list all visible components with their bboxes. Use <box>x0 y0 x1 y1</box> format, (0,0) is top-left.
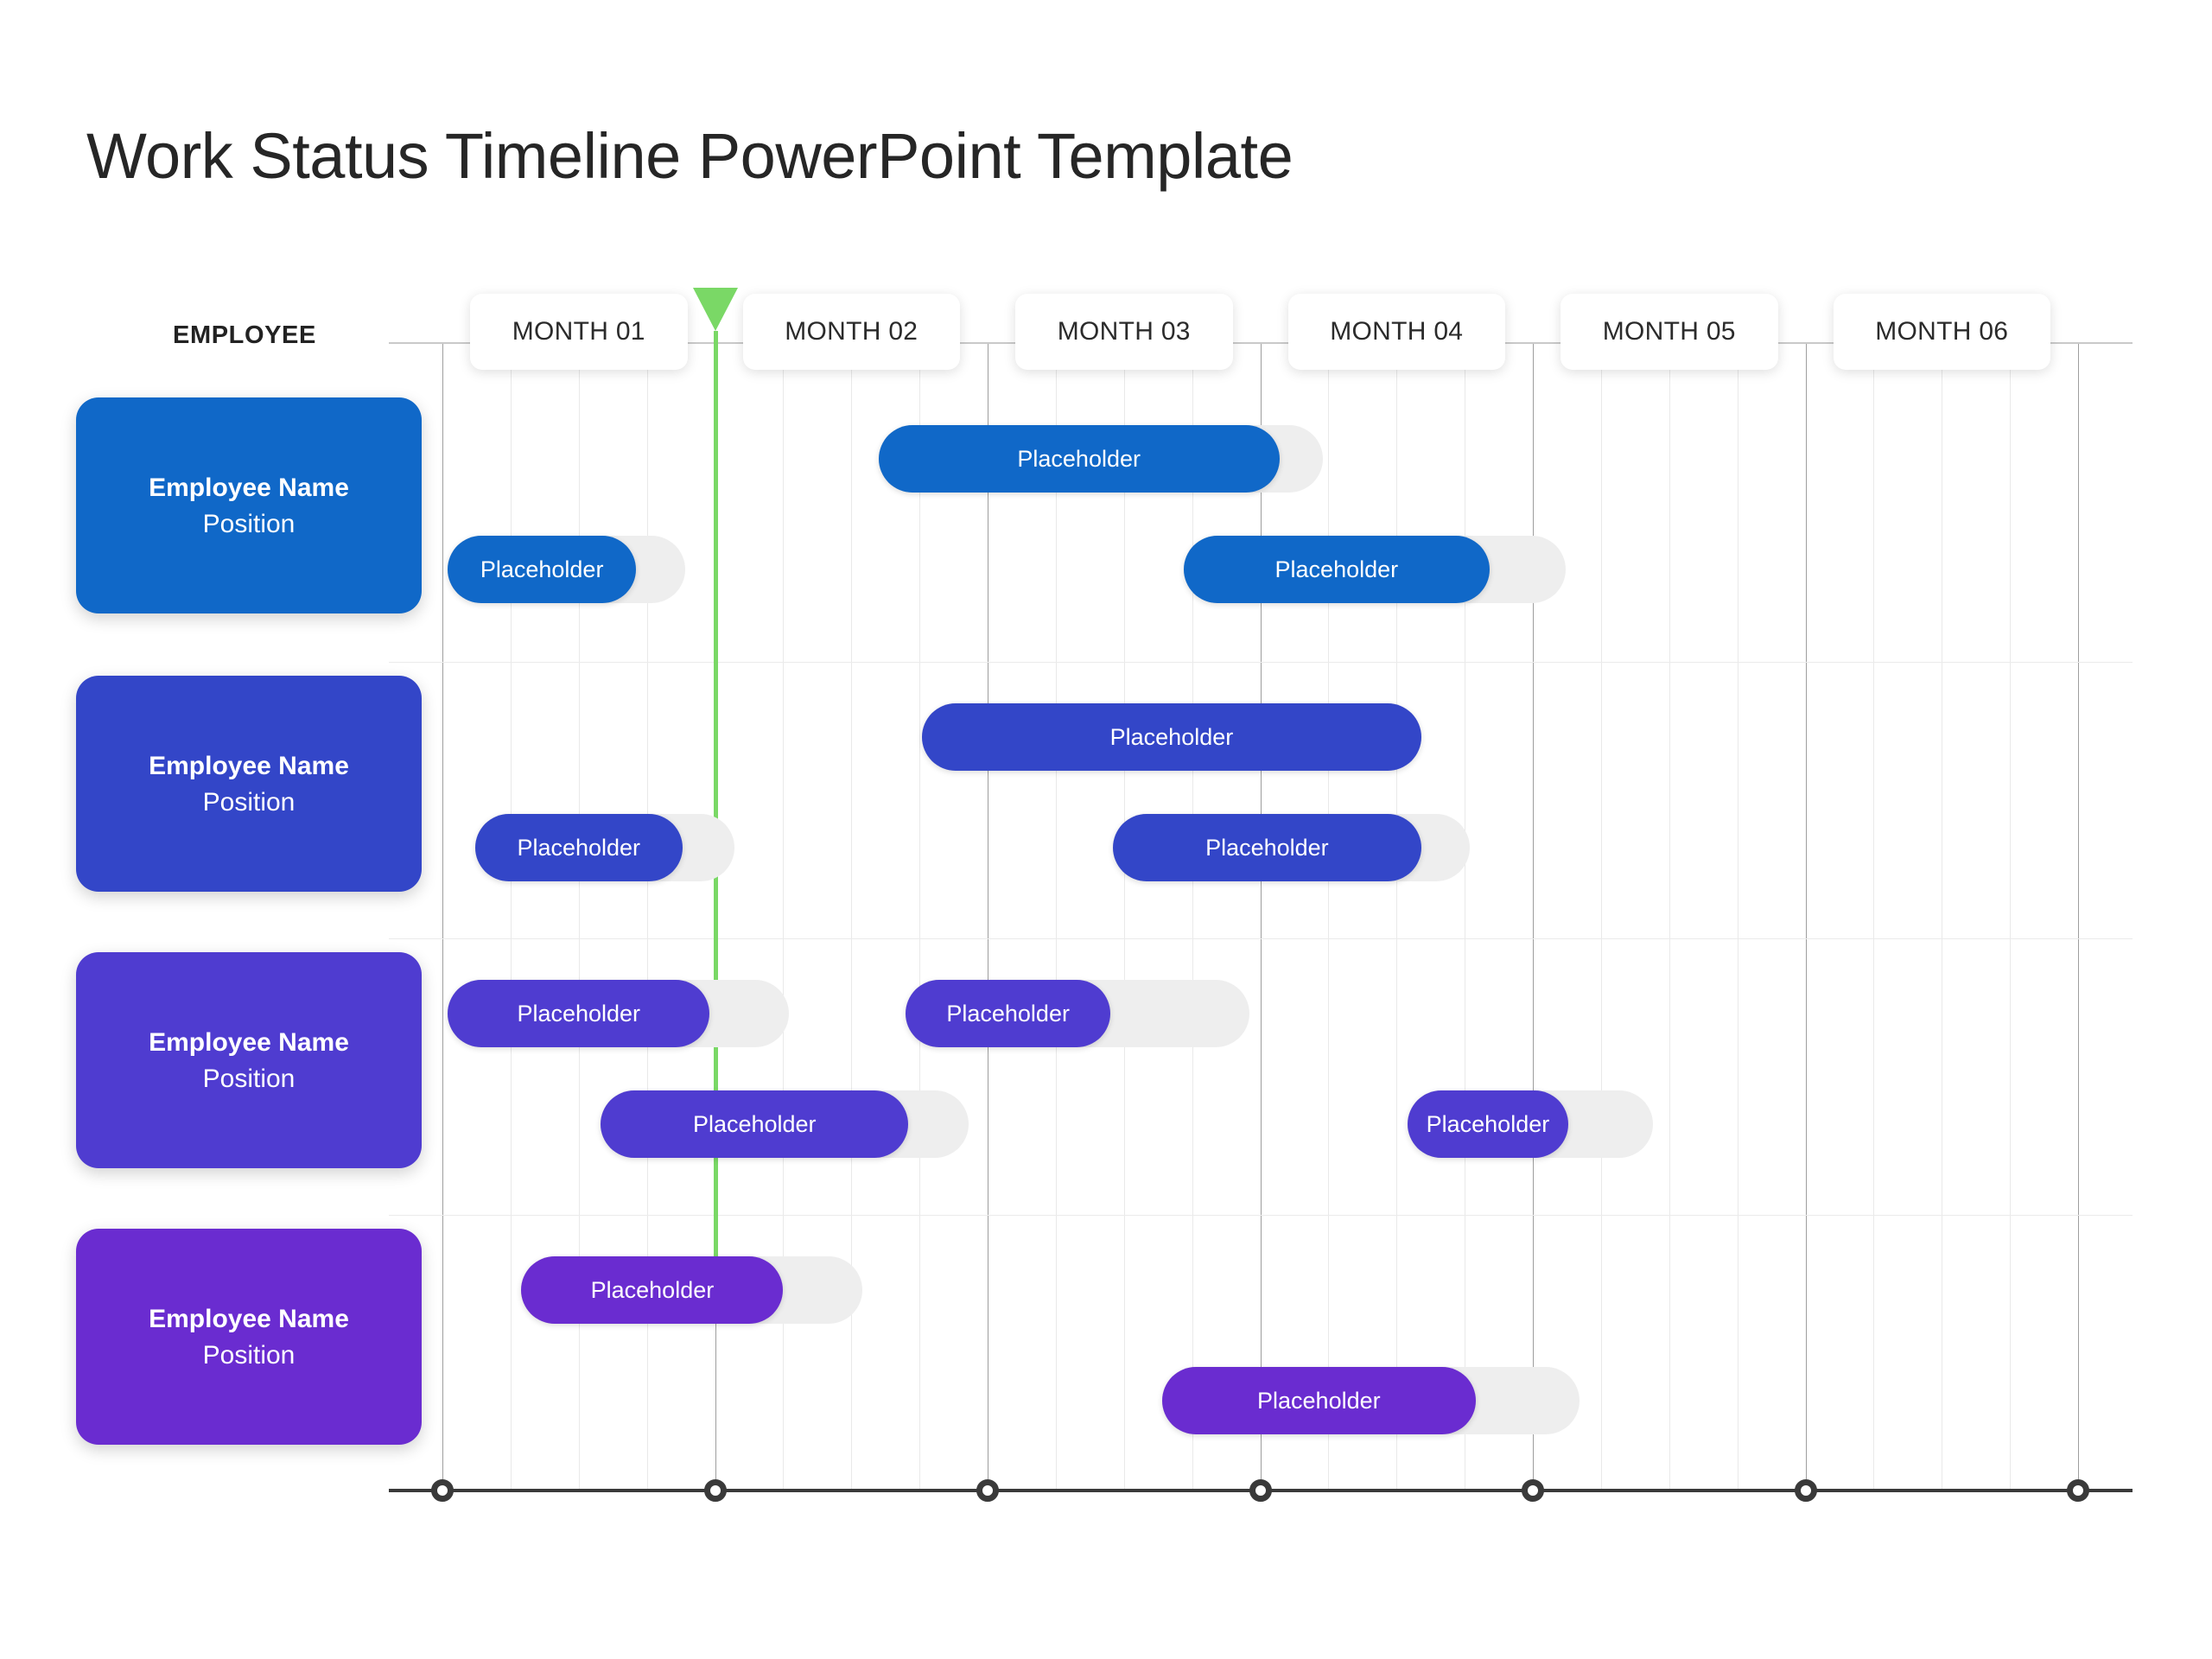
month-header-2[interactable]: MONTH 02 <box>742 294 960 370</box>
employee-position: Position <box>202 510 296 539</box>
employee-position: Position <box>202 1065 296 1094</box>
row-divider <box>389 662 2133 663</box>
employee-column-header: EMPLOYEE <box>173 321 316 349</box>
gridline-week <box>1669 344 1670 1489</box>
month-header-1[interactable]: MONTH 01 <box>470 294 688 370</box>
timeline-grid <box>0 344 2212 1489</box>
gantt-bar-track: Placeholder <box>448 536 685 603</box>
today-marker-line <box>713 331 718 1273</box>
gantt-bar-label: Placeholder <box>1109 723 1234 750</box>
month-header-4[interactable]: MONTH 04 <box>1287 294 1505 370</box>
gantt-bar-track: Placeholder <box>906 980 1249 1047</box>
gridline-week <box>646 344 648 1489</box>
axis-node-2[interactable] <box>703 1479 727 1502</box>
gantt-bar-track: Placeholder <box>1161 1367 1580 1434</box>
header-divider <box>389 342 2133 344</box>
gantt-bar-label: Placeholder <box>517 834 641 861</box>
gantt-bar[interactable]: Placeholder <box>922 703 1421 771</box>
gantt-bar-label: Placeholder <box>946 1000 1070 1027</box>
page-title: Work Status Timeline PowerPoint Template <box>86 119 1294 192</box>
gantt-bar-label: Placeholder <box>1274 556 1399 582</box>
gantt-bar-track: Placeholder <box>1407 1090 1653 1158</box>
gantt-bar-label: Placeholder <box>1017 445 1141 472</box>
employee-name: Employee Name <box>149 474 349 503</box>
gridline-week <box>2010 344 2012 1489</box>
month-header-6[interactable]: MONTH 06 <box>1833 294 2050 370</box>
gantt-bar-track: Placeholder <box>1113 814 1471 881</box>
gantt-bar[interactable]: Placeholder <box>878 425 1280 493</box>
gridline-month <box>442 344 443 1489</box>
gantt-bar[interactable]: Placeholder <box>1407 1090 1568 1158</box>
gantt-bar-label: Placeholder <box>1205 834 1329 861</box>
employee-name: Employee Name <box>149 1028 349 1058</box>
gantt-bar[interactable]: Placeholder <box>474 814 683 881</box>
gridline-week <box>1055 344 1057 1489</box>
axis-node-1[interactable] <box>431 1479 454 1502</box>
gridline-month <box>2078 344 2079 1489</box>
gantt-bar-label: Placeholder <box>517 1000 641 1027</box>
gridline-week <box>1396 344 1398 1489</box>
gantt-bar-track: Placeholder <box>600 1090 969 1158</box>
gridline-week <box>510 344 512 1489</box>
gantt-bar-track: Placeholder <box>521 1256 862 1324</box>
gridline-week <box>578 344 580 1489</box>
axis-node-6[interactable] <box>1794 1479 1817 1502</box>
today-marker-arrow-icon <box>692 288 738 331</box>
month-header-label: MONTH 02 <box>785 317 918 346</box>
row-divider <box>389 1215 2133 1216</box>
gridline-week <box>1328 344 1330 1489</box>
gantt-bar-label: Placeholder <box>1426 1110 1550 1137</box>
employee-name: Employee Name <box>149 1305 349 1334</box>
gantt-bar-track: Placeholder <box>878 425 1324 493</box>
gantt-bar[interactable]: Placeholder <box>600 1090 909 1158</box>
gantt-bar[interactable]: Placeholder <box>521 1256 784 1324</box>
gridline-week <box>1192 344 1193 1489</box>
gantt-bar[interactable]: Placeholder <box>448 980 710 1047</box>
gantt-bar[interactable]: Placeholder <box>906 980 1110 1047</box>
axis-node-4[interactable] <box>1249 1479 1272 1502</box>
axis-node-7[interactable] <box>2067 1479 2089 1502</box>
month-header-3[interactable]: MONTH 03 <box>1015 294 1233 370</box>
month-header-5[interactable]: MONTH 05 <box>1560 294 1778 370</box>
gridline-week <box>1123 344 1125 1489</box>
axis-node-3[interactable] <box>976 1479 999 1502</box>
month-header-label: MONTH 04 <box>1330 317 1464 346</box>
gridline-month <box>1533 344 1534 1489</box>
row-divider <box>389 938 2133 939</box>
employee-position: Position <box>202 788 296 817</box>
gantt-bar[interactable]: Placeholder <box>1113 814 1421 881</box>
month-header-label: MONTH 05 <box>1602 317 1736 346</box>
gridline-month <box>1260 344 1262 1489</box>
gridline-week <box>783 344 785 1489</box>
gantt-bar[interactable]: Placeholder <box>1161 1367 1476 1434</box>
gantt-bar-label: Placeholder <box>692 1110 817 1137</box>
gantt-bar[interactable]: Placeholder <box>448 536 636 603</box>
month-header-label: MONTH 06 <box>1875 317 2009 346</box>
gridline-week <box>1600 344 1602 1489</box>
gantt-bar-label: Placeholder <box>590 1276 715 1303</box>
gridline-week <box>1873 344 1875 1489</box>
month-header-label: MONTH 01 <box>512 317 645 346</box>
gridline-month <box>1805 344 1807 1489</box>
gantt-bar-track: Placeholder <box>922 703 1421 771</box>
gantt-bar[interactable]: Placeholder <box>1184 536 1490 603</box>
gantt-bar-label: Placeholder <box>1257 1387 1381 1414</box>
gridline-week <box>851 344 853 1489</box>
month-header-label: MONTH 03 <box>1057 317 1191 346</box>
gridline-week <box>919 344 921 1489</box>
gantt-bar-track: Placeholder <box>1184 536 1566 603</box>
gantt-bar-track: Placeholder <box>474 814 734 881</box>
employee-position: Position <box>202 1341 296 1370</box>
gantt-bar-label: Placeholder <box>480 556 604 582</box>
employee-name: Employee Name <box>149 752 349 781</box>
gantt-bar-track: Placeholder <box>448 980 789 1047</box>
axis-node-5[interactable] <box>1522 1479 1544 1502</box>
